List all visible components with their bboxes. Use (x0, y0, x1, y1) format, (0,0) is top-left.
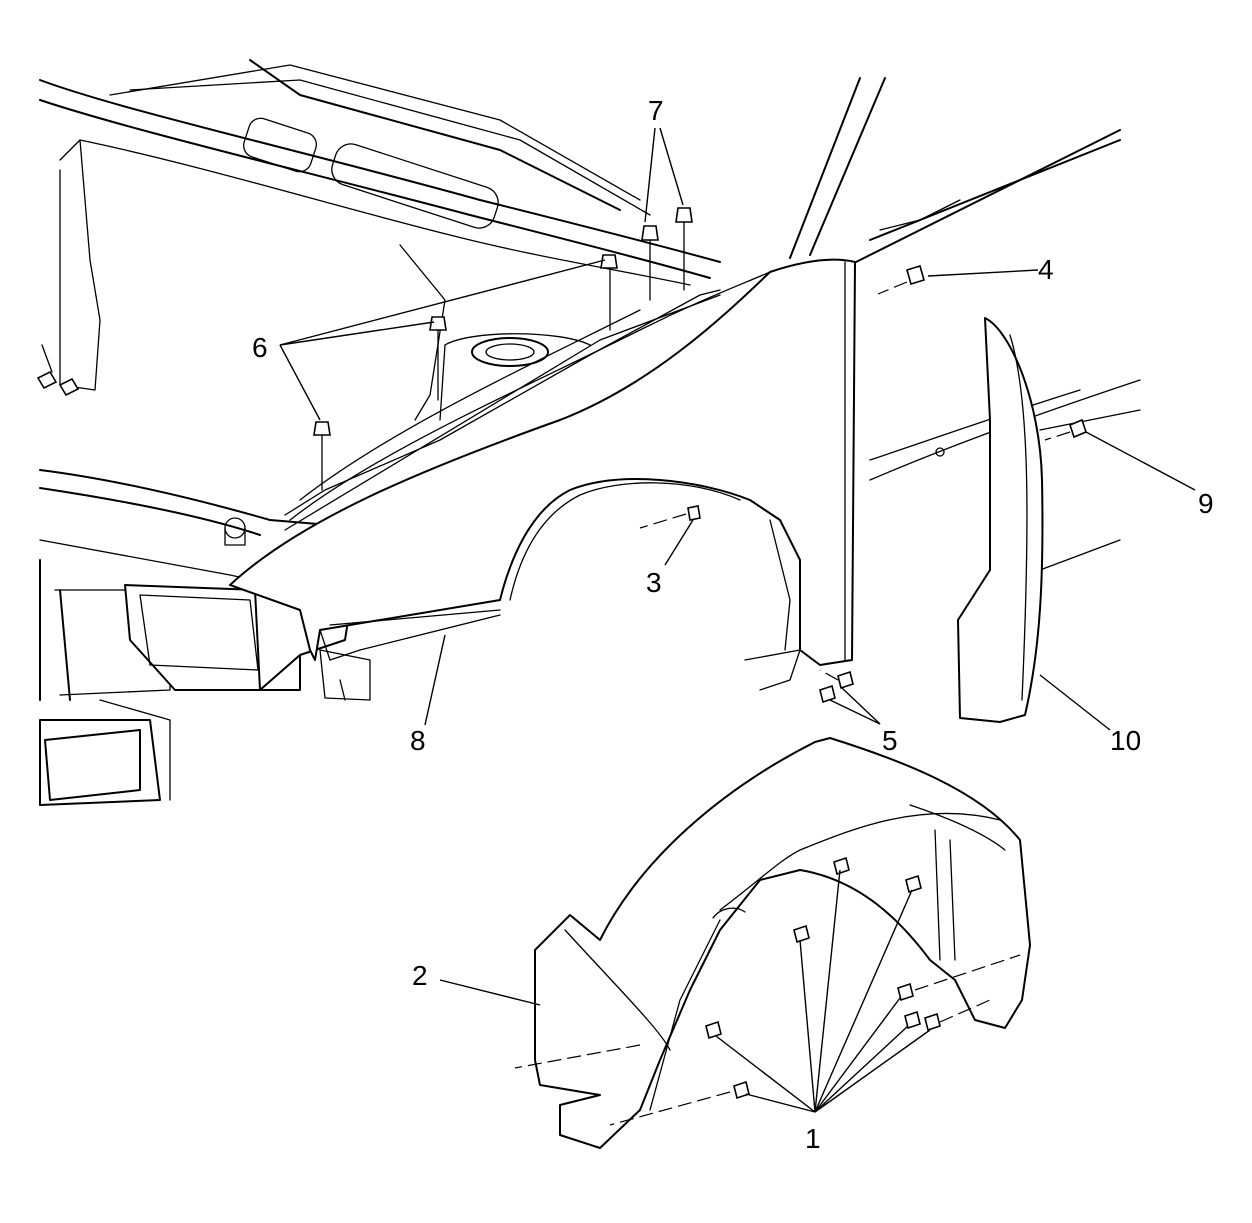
callout-3: 3 (646, 567, 662, 598)
callout-7: 7 (648, 95, 664, 126)
fasteners (313, 207, 1087, 1126)
callout-5: 5 (882, 725, 898, 756)
callout-9: 9 (1198, 488, 1214, 519)
splash-shield (957, 317, 1044, 723)
callout-2: 2 (412, 960, 428, 991)
callout-4: 4 (1038, 254, 1054, 285)
callout-6: 6 (252, 332, 268, 363)
callout-10: 10 (1110, 725, 1141, 756)
wheelhouse-liner (534, 737, 1031, 1149)
cowl-bolts (36, 344, 80, 397)
cowl-and-hood-hinge-area (39, 59, 1121, 421)
leader-lines (279, 127, 1196, 1113)
callout-8: 8 (410, 725, 426, 756)
fender-upper-rail (284, 289, 721, 531)
front-fender (229, 258, 1141, 691)
callout-1: 1 (805, 1123, 821, 1154)
callouts: 1 2 3 4 5 6 7 8 9 10 (252, 95, 1214, 1154)
front-structure (39, 469, 371, 806)
